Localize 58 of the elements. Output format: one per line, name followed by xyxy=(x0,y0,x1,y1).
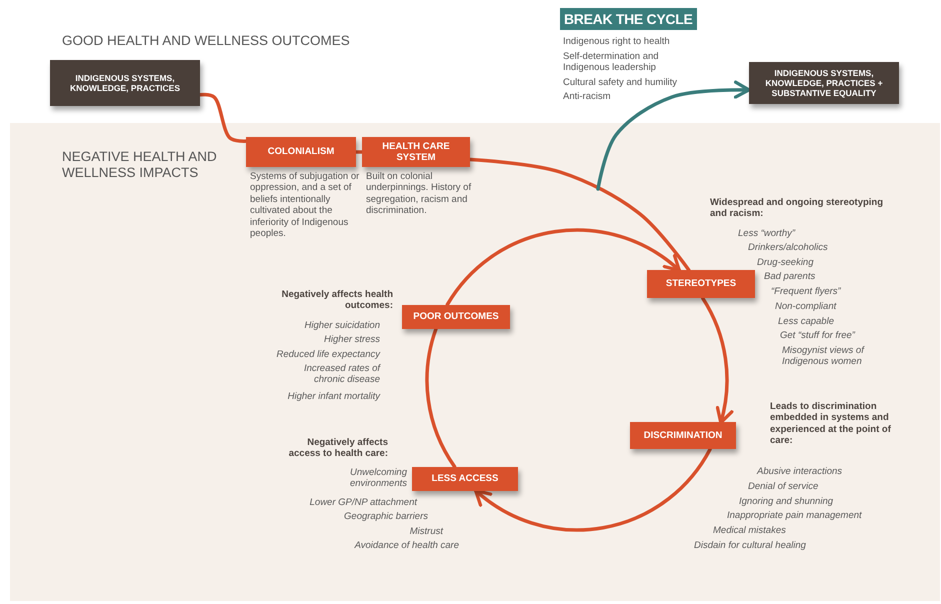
list-item: Less “worthy” xyxy=(738,228,796,240)
list-heading: Leads to discrimination embedded in systems and experienced at the point of care: xyxy=(770,401,892,447)
list-item: Reduced life expectancy xyxy=(275,349,380,360)
list-item: Less capable xyxy=(778,316,835,328)
list-item: Higher stress xyxy=(323,334,380,346)
list-item: Denial of service xyxy=(748,481,820,492)
list-item: Increased rates of chronic disease xyxy=(302,363,380,386)
list-item: Abusive interactions xyxy=(757,466,844,478)
free-arrow xyxy=(596,80,751,191)
list-item: Inappropriate pain management xyxy=(727,510,863,522)
stage-label: COLONIALISM xyxy=(268,146,334,158)
section-heading: NEGATIVE HEALTH AND WELLNESS IMPACTS xyxy=(62,149,218,182)
stage-label: DISCRIMINATION xyxy=(644,430,722,442)
list-item: Avoidance of health care xyxy=(353,540,459,552)
list-item: Drug-seeking xyxy=(757,257,814,268)
stage-label: STEREOTYPES xyxy=(666,278,736,290)
list-item: Mistrust xyxy=(408,526,443,538)
list-item: Ignoring and shunning xyxy=(739,496,834,508)
list-item: Bad parents xyxy=(764,271,816,282)
cycle-arrow xyxy=(701,296,733,424)
description-text: Built on colonial underpinnings. History of segregation, racism and discrimination. xyxy=(366,171,472,217)
outcome-box xyxy=(749,62,899,104)
heading-banner xyxy=(560,8,697,30)
list-item: Cultural safety and humility xyxy=(563,77,678,88)
cycle-arrow xyxy=(474,448,712,532)
outcome-label: INDIGENOUS SYSTEMS, KNOWLEDGE, PRACTICES xyxy=(68,72,182,94)
list-item: Self-determination and Indigenous leadership xyxy=(563,51,660,74)
stage-label: LESS ACCESS xyxy=(432,473,498,485)
stage-box xyxy=(412,467,518,491)
stage-box xyxy=(647,270,755,298)
list-heading: Widespread and ongoing stereotyping and racism: xyxy=(710,197,884,220)
list-item: Anti-racism xyxy=(563,91,612,102)
stage-label: POOR OUTCOMES xyxy=(413,311,499,323)
stage-box xyxy=(402,305,510,329)
list-item: Get “stuff for free” xyxy=(780,330,856,342)
list-item: Lower GP/NP attachment xyxy=(308,497,417,508)
list-item: Indigenous right to health xyxy=(563,36,671,48)
section-heading: GOOD HEALTH AND WELLNESS OUTCOMES xyxy=(62,33,351,50)
banner-heading: BREAK THE CYCLE xyxy=(564,10,693,28)
list-item: Higher suicidation xyxy=(303,320,380,332)
list-heading: Negatively affects health outcomes: xyxy=(280,289,393,312)
stage-box xyxy=(246,137,356,167)
description-text: Systems of subjugation or oppression, and a set of beliefs intentionally cultivated about the inferiority of Indigenous peoples. xyxy=(250,171,360,240)
stage-box xyxy=(630,422,736,449)
outcome-label: INDIGENOUS SYSTEMS, KNOWLEDGE, PRACTICES + SUBSTANTIVE EQUALITY xyxy=(764,68,884,98)
list-item: Drinkers/alcoholics xyxy=(748,242,829,254)
list-item: Disdain for cultural healing xyxy=(694,540,807,552)
list-heading: Negatively affects access to health care: xyxy=(288,437,388,460)
list-item: Medical mistakes xyxy=(713,525,787,536)
list-item: Geographic barriers xyxy=(343,511,428,522)
list-item: Misogynist views of Indigenous women xyxy=(782,345,866,368)
stage-label: HEALTH CARE SYSTEM xyxy=(381,140,451,164)
list-item: “Frequent flyers” xyxy=(771,286,842,298)
outcome-box xyxy=(50,60,200,106)
list-item: Higher infant mortality xyxy=(286,391,380,402)
stage-box xyxy=(362,137,470,167)
list-item: Unwelcoming environments xyxy=(348,467,407,490)
list-item: Non-compliant xyxy=(775,301,838,312)
